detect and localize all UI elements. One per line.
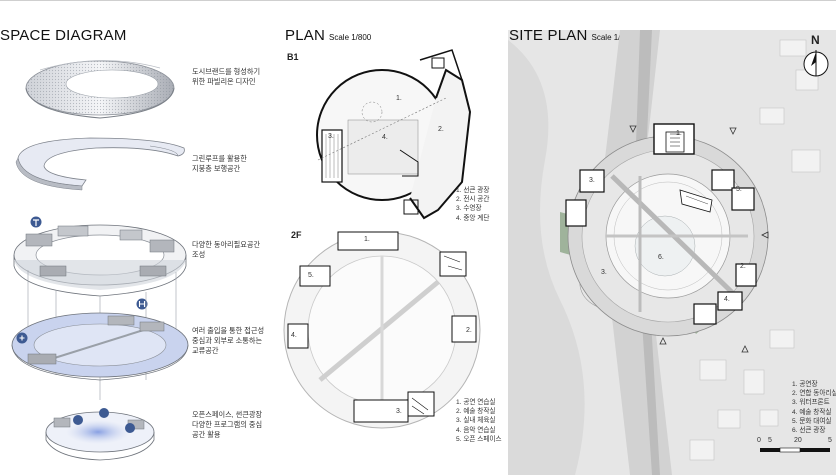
- b1-room-2: 2.: [438, 126, 444, 133]
- top-divider-line: [0, 0, 836, 1]
- green-roof-walkway-layer: [15, 137, 185, 191]
- 2f-room-1: 1.: [364, 236, 370, 243]
- b1-room-1: 1.: [396, 95, 402, 102]
- site-room-3: 3.: [589, 177, 595, 184]
- pin-marker-icon: [73, 415, 83, 425]
- plan-2f-label: 2F: [291, 230, 302, 240]
- pin-marker-icon: [136, 298, 148, 310]
- 2f-room-4: 4.: [291, 332, 297, 339]
- 2f-room-3: 3.: [396, 408, 402, 415]
- entry-marker-icons: [629, 125, 769, 353]
- north-arrow-icon: [803, 50, 829, 77]
- sunken-plaza-layer: [45, 411, 155, 461]
- scalebar-label-0: 0: [757, 437, 761, 444]
- site-room-1: 1.: [676, 130, 682, 137]
- pavilion-roof-layer: [25, 60, 175, 119]
- site-room-5: 5.: [736, 186, 742, 193]
- pin-marker-icon: [99, 408, 109, 418]
- 2f-room-2: 2.: [466, 327, 472, 334]
- scalebar-label-20: 20: [794, 437, 802, 444]
- b1-room-3: 3.: [328, 133, 334, 140]
- pin-marker-icon: [16, 332, 28, 344]
- exchange-space-layer: [11, 312, 189, 381]
- 2f-room-5: 5.: [308, 272, 314, 279]
- scalebar-label-5: 5: [768, 437, 772, 444]
- space-diagram-illustration: [11, 60, 189, 461]
- north-label: N: [811, 33, 820, 47]
- club-space-ring-layer: [13, 224, 187, 297]
- site-room-4: 4.: [724, 296, 730, 303]
- site-room-3-waterfront: 3.: [601, 269, 607, 276]
- site-room-6: 6.: [658, 254, 664, 261]
- site-room-2: 2.: [740, 263, 746, 270]
- surrounding-buildings: [689, 39, 821, 461]
- space-diagram-title: SPACE DIAGRAM: [0, 27, 127, 44]
- pin-marker-icon: [30, 216, 42, 228]
- plan-b1-label: B1: [287, 52, 299, 62]
- scalebar-label-end: 5: [828, 437, 832, 444]
- pin-marker-icon: [125, 423, 135, 433]
- b1-room-4: 4.: [382, 134, 388, 141]
- scale-bar: [760, 447, 830, 453]
